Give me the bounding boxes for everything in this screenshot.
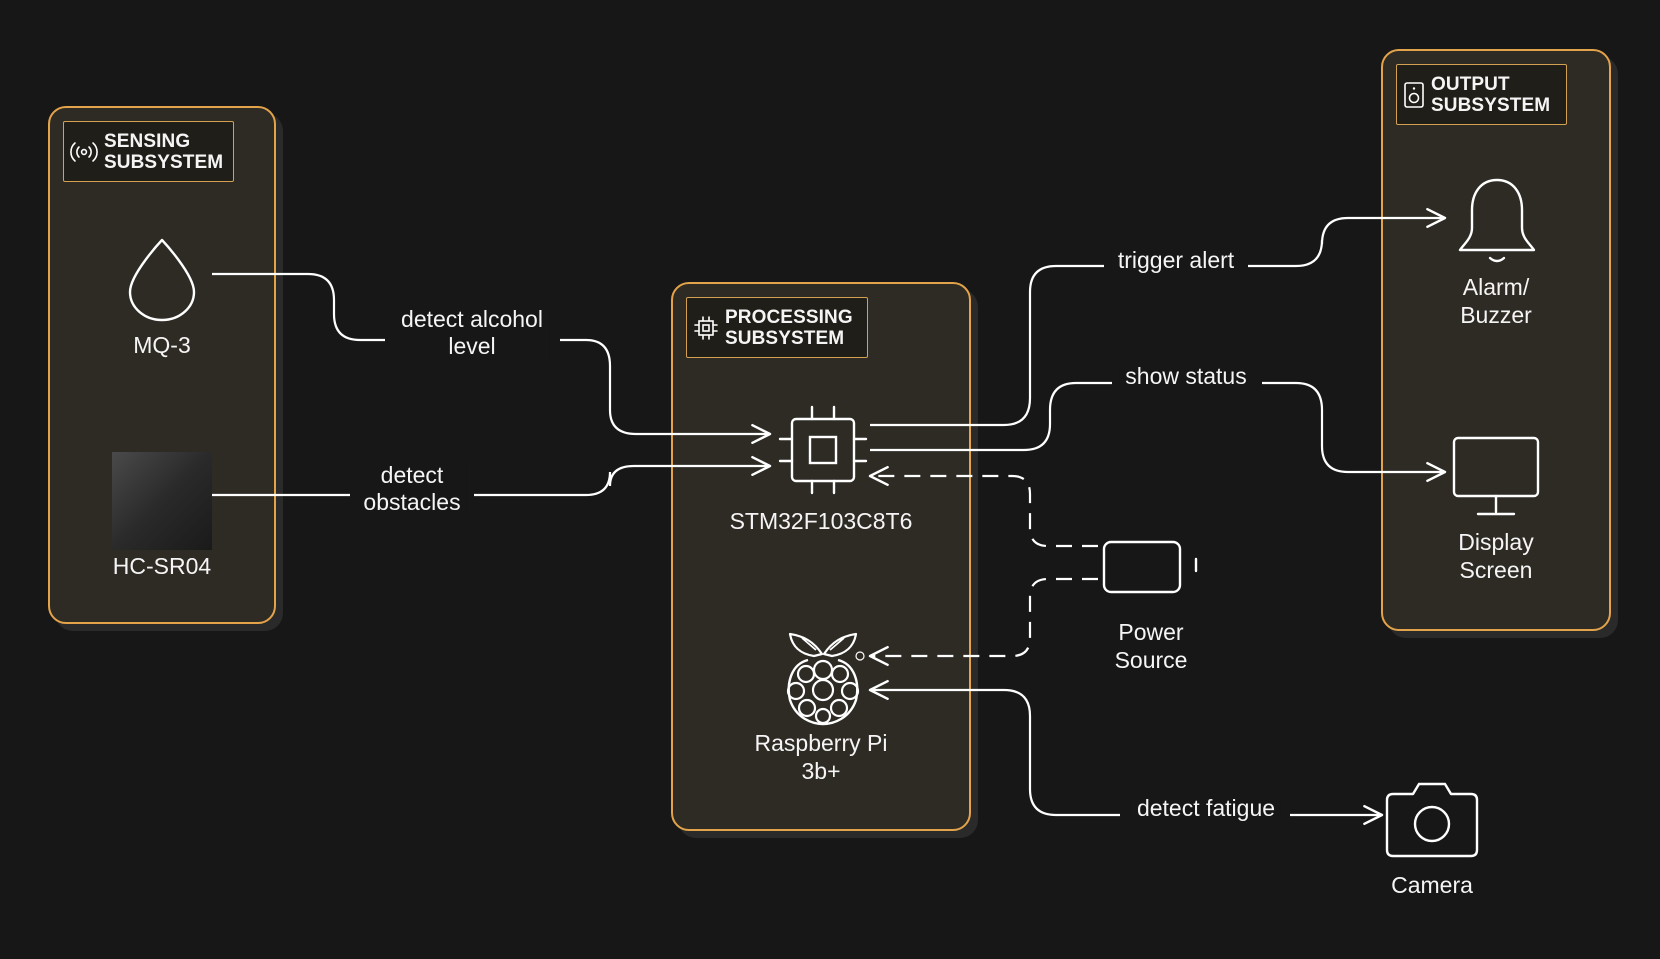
edge-label-alert: trigger alert [1111,247,1241,274]
display-screen-label: Display Screen [1458,529,1534,583]
alarm-buzzer-label: Alarm/ Buzzer [1460,274,1532,328]
edge-power-pi [868,577,1098,667]
droplet-icon [128,238,196,322]
processing-subsystem-title: PROCESSING SUBSYSTEM [725,306,853,349]
edge-alert-tail [1248,207,1447,268]
edge-label-obstacles: detect obstacles [357,462,467,516]
edge-label-alcohol: detect alcohol level [395,306,549,360]
edge-alcohol-tail [560,338,772,445]
output-subsystem-title: OUTPUT SUBSYSTEM [1431,73,1551,116]
edge-label-status: show status [1119,363,1253,390]
edge-fatigue [868,679,1120,817]
sensing-subsystem-label-box: SENSING SUBSYSTEM [63,121,234,182]
edge-alcohol [212,272,385,342]
edge-status-tail [1262,381,1447,483]
radio-signal-icon [70,141,98,162]
camera-label: Camera [1391,872,1473,898]
cpu-chip-icon [694,315,718,340]
edge-label-fatigue: detect fatigue [1130,795,1282,822]
output-subsystem-group [1381,49,1611,631]
hcsr04-label: HC-SR04 [112,553,212,579]
edge-obstacles-tail [474,455,772,497]
processing-subsystem-label-box: PROCESSING SUBSYSTEM [686,297,868,358]
monitor-icon [1452,436,1540,516]
edge-status [870,381,1112,452]
edge-alert [870,264,1104,427]
raspberry-pi-label: Raspberry Pi 3b+ [754,730,888,784]
battery-icon [1102,540,1198,594]
processing-subsystem-group [671,282,971,831]
edge-power-stm32 [868,465,1098,548]
speaker-icon [1404,81,1424,108]
camera-icon [1385,782,1479,858]
bell-icon [1458,178,1536,263]
mq3-label: MQ-3 [133,332,191,358]
sensing-subsystem-title: SENSING SUBSYSTEM [104,130,224,173]
output-subsystem-label-box: OUTPUT SUBSYSTEM [1396,64,1567,125]
power-source-label: Power Source [1114,619,1188,673]
hcsr04-sensor-image [112,452,212,550]
raspberry-pi-icon [786,632,865,726]
microchip-icon [778,405,868,495]
stm32-label: STM32F103C8T6 [729,508,913,534]
